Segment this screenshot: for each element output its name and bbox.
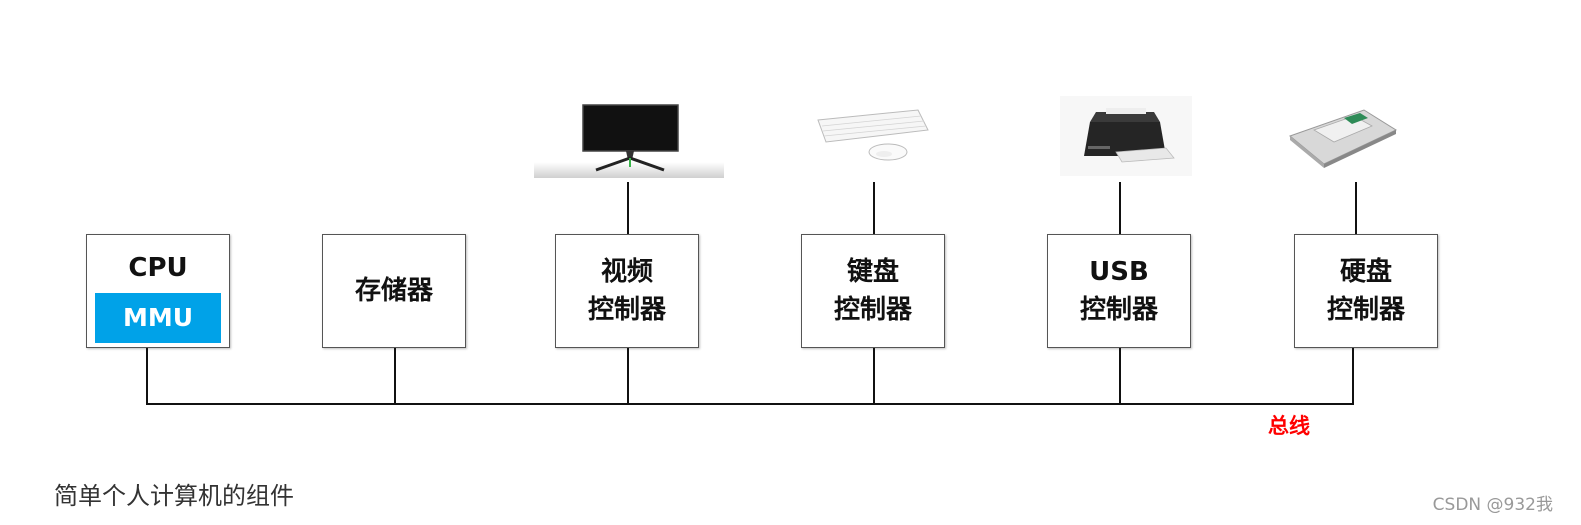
monitor-connector	[627, 182, 629, 234]
usb-controller-label-line1: USB	[1089, 253, 1149, 291]
printer-icon	[1060, 96, 1192, 176]
bus-label: 总线	[1268, 410, 1310, 440]
memory-box: 存储器	[322, 234, 466, 348]
keyboard-controller-label-line1: 键盘	[847, 253, 899, 291]
monitor-icon	[534, 100, 724, 180]
keyboard-controller-box: 键盘 控制器	[801, 234, 945, 348]
usb-controller-box: USB 控制器	[1047, 234, 1191, 348]
memory-bus-connector	[394, 348, 396, 405]
keyboard-controller-label-line2: 控制器	[834, 291, 912, 329]
disk-controller-box: 硬盘 控制器	[1294, 234, 1438, 348]
keyboard-connector	[873, 182, 875, 234]
figure-caption: 简单个人计算机的组件	[54, 476, 294, 511]
cpu-bus-connector	[146, 348, 148, 405]
cpu-label: CPU	[128, 249, 187, 287]
printer-connector	[1119, 182, 1121, 234]
usb-bus-connector	[1119, 348, 1121, 405]
disk-connector	[1355, 182, 1357, 234]
video-bus-connector	[627, 348, 629, 405]
video-controller-label-line1: 视频	[601, 253, 653, 291]
disk-bus-connector	[1352, 348, 1354, 405]
keyboard-bus-connector	[873, 348, 875, 405]
system-bus	[146, 403, 1354, 405]
disk-controller-label-line2: 控制器	[1327, 291, 1405, 329]
cpu-box: CPU MMU	[86, 234, 230, 348]
usb-controller-label-line2: 控制器	[1080, 291, 1158, 329]
watermark: CSDN @932我	[1433, 490, 1553, 515]
keyboard-mouse-icon	[808, 108, 932, 168]
memory-label: 存储器	[355, 272, 433, 310]
disk-controller-label-line1: 硬盘	[1340, 253, 1392, 291]
mmu-box: MMU	[95, 293, 221, 343]
video-controller-box: 视频 控制器	[555, 234, 699, 348]
hard-drive-icon	[1284, 104, 1400, 170]
video-controller-label-line2: 控制器	[588, 291, 666, 329]
